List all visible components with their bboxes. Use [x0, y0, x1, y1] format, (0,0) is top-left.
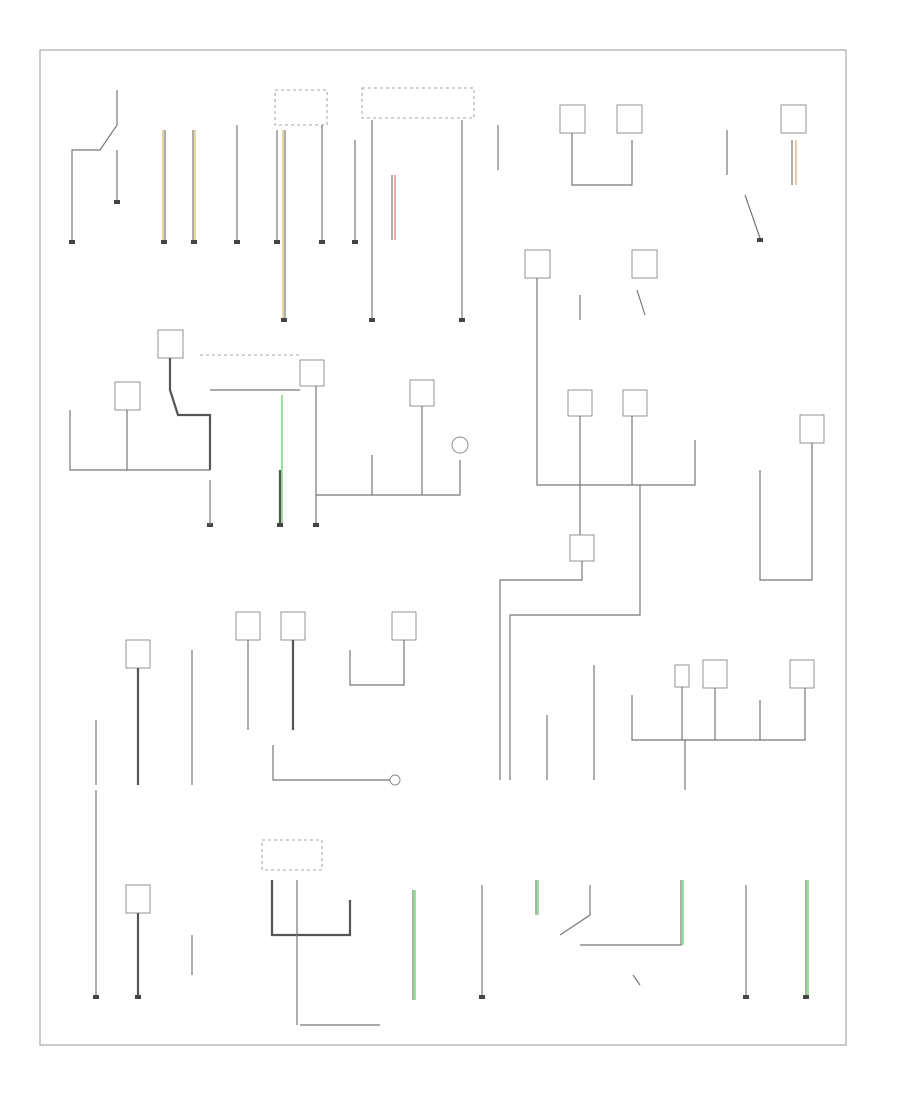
section-top-right	[559, 104, 807, 242]
section-lower-right	[546, 659, 815, 790]
section-top-center	[352, 87, 499, 322]
section-lower-left	[95, 611, 417, 786]
section-top-left	[69, 89, 328, 322]
section-bottom-center	[261, 839, 485, 1026]
section-middle-left	[69, 329, 300, 527]
page-frame	[39, 49, 847, 1046]
section-middle-center	[299, 359, 469, 527]
section-bottom-right	[535, 880, 809, 999]
section-middle-right	[499, 249, 825, 780]
section-bottom-left	[93, 790, 193, 999]
